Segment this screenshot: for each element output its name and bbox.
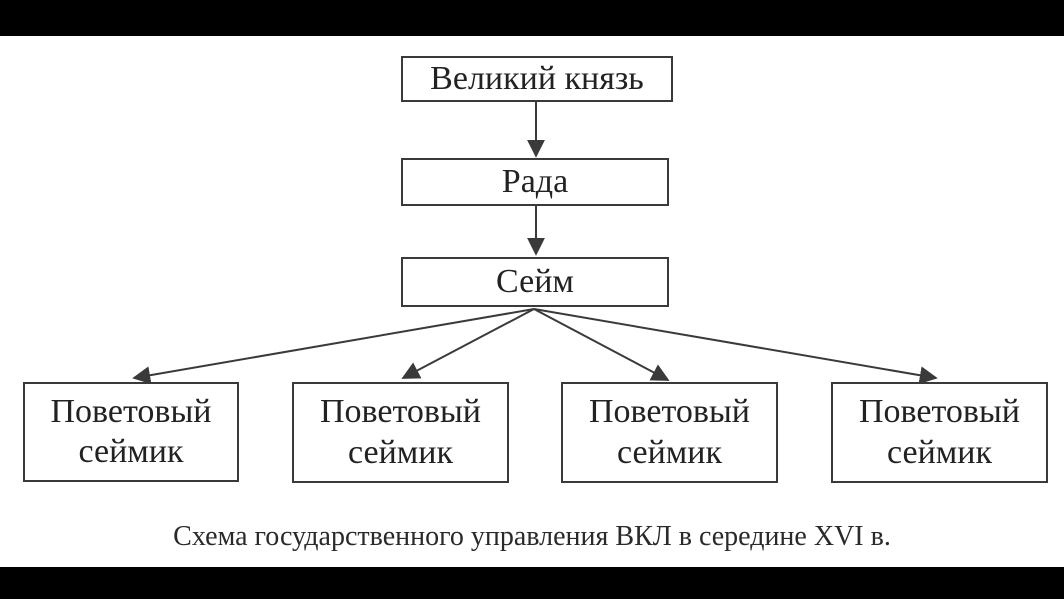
node-sejmik-4-line1: Поветовый bbox=[858, 393, 1020, 431]
node-sejmik-3: Поветовый сеймик bbox=[561, 382, 778, 483]
node-sejmik-2-line1: Поветовый bbox=[319, 393, 481, 431]
node-sejmik-2-line2: сеймик bbox=[347, 433, 454, 471]
node-sejmik-1-line2: сеймик bbox=[78, 433, 184, 470]
node-sejm-label: Сейм bbox=[496, 263, 574, 300]
arrow-sejm-to-sejmik-4 bbox=[533, 308, 938, 385]
connector-arrows bbox=[132, 102, 938, 385]
diagram-caption: Схема государственного управления ВКЛ в … bbox=[173, 521, 891, 552]
node-grand-prince-label: Великий князь bbox=[430, 60, 644, 97]
node-rada-label: Рада bbox=[501, 163, 569, 200]
node-sejmik-1-line1: Поветовый bbox=[50, 392, 212, 430]
node-sejmik-1: Поветовый сеймик bbox=[23, 382, 239, 482]
node-sejm: Сейм bbox=[401, 257, 669, 307]
node-sejmik-2: Поветовый сеймик bbox=[292, 382, 509, 483]
arrow-sejm-to-sejmik-1 bbox=[132, 308, 535, 385]
diagram-canvas: Великий князь Рада Сейм Поветовый сеймик… bbox=[0, 36, 1064, 567]
node-rada: Рада bbox=[401, 158, 669, 206]
node-sejmik-3-line1: Поветовый bbox=[588, 393, 750, 431]
arrow-sejm-to-sejmik-2 bbox=[401, 308, 535, 379]
node-grand-prince: Великий князь bbox=[401, 56, 673, 102]
arrow-sejm-to-sejmik-3 bbox=[533, 308, 670, 381]
node-sejmik-3-line2: сеймик bbox=[616, 433, 723, 471]
node-sejmik-4: Поветовый сеймик bbox=[831, 382, 1048, 483]
node-sejmik-4-line2: сеймик bbox=[886, 433, 993, 471]
